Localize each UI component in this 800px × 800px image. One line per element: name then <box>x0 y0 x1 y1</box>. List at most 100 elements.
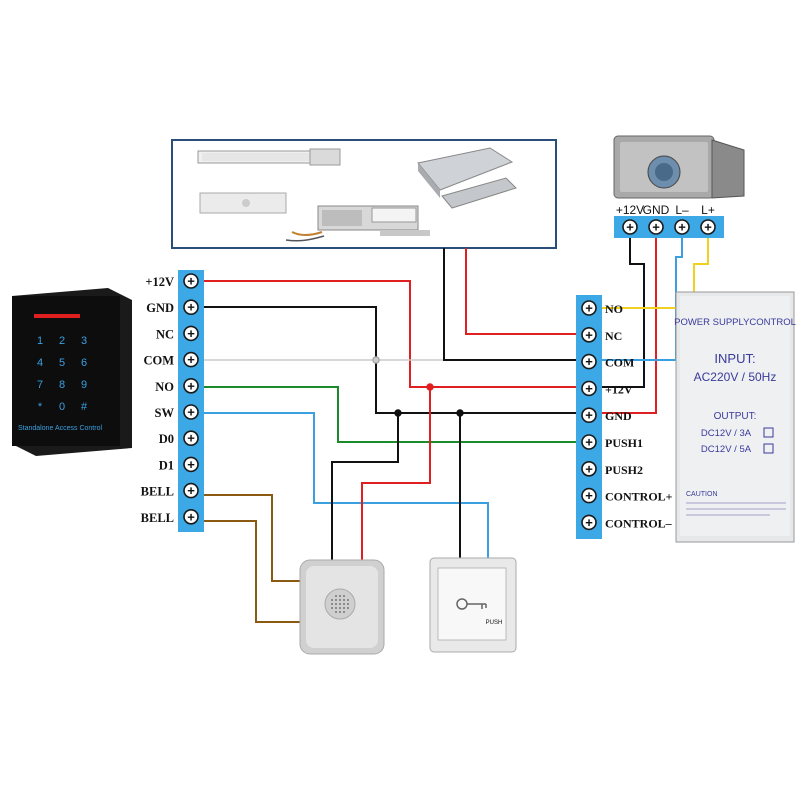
terminal-screw: + <box>183 456 199 473</box>
wire-bell-gnd-black <box>331 413 399 563</box>
lock-strip-body <box>614 216 724 238</box>
wire-rim-gnd-red <box>596 234 657 414</box>
terminal-plus-glyph: + <box>187 352 195 367</box>
terminal-screw-head <box>183 430 199 447</box>
wire-lock-nc-red <box>465 248 589 335</box>
wire-junction-dot <box>372 356 380 364</box>
left-terminal-2-gnd: GND <box>146 301 174 315</box>
right-terminal-push2: PUSH2 <box>605 463 643 477</box>
keypad-key: 1 <box>37 335 43 347</box>
terminal-screw-head <box>183 508 199 525</box>
psu-output-2-checkbox <box>763 443 774 454</box>
bell-grille-hole <box>331 599 333 601</box>
keypad-status-led <box>34 314 80 318</box>
keypad-key: 8 <box>59 379 65 391</box>
magnetic-lock <box>197 148 341 166</box>
terminal-screw: + <box>622 219 638 235</box>
keypad-key: 9 <box>81 379 87 391</box>
psu-header: POWER SUPPLYCONTROL <box>674 317 796 328</box>
terminal-screw-head <box>622 219 638 235</box>
terminal-screw: + <box>581 407 597 424</box>
terminal-screw-head <box>183 404 199 420</box>
right-terminal-nc: NC <box>605 329 622 343</box>
keypad-key: 5 <box>59 357 65 369</box>
terminal-plus-glyph: + <box>626 220 634 235</box>
psu-input-label: INPUT: <box>714 351 755 366</box>
terminal-screw-head <box>183 351 199 368</box>
left-terminal-5-no: NO <box>155 380 174 394</box>
keypad-key: * <box>38 401 43 413</box>
terminal-plus-glyph: + <box>187 431 195 446</box>
terminal-screw: + <box>183 325 199 342</box>
bolt-lock <box>285 205 430 242</box>
right-terminal-controlplus: CONTROL+ <box>605 490 673 504</box>
terminal-screw-head <box>183 325 199 342</box>
left-terminal-8-d1: D1 <box>159 458 174 472</box>
lock-terminal-lplus: L+ <box>701 203 715 217</box>
terminal-screw-head <box>674 219 690 235</box>
exit-button-label: PUSH <box>486 620 503 626</box>
terminal-plus-glyph: + <box>187 405 195 420</box>
terminal-screw: + <box>581 434 597 450</box>
terminal-screw-head <box>183 273 199 289</box>
terminal-plus-glyph: + <box>585 408 593 423</box>
bell-grille-hole <box>343 611 345 613</box>
wire-left-bell1-brown <box>198 494 300 582</box>
terminal-screw-head <box>581 487 597 504</box>
terminal-screw: + <box>183 404 199 420</box>
lock-terminal-plus12v: +12V <box>616 203 644 217</box>
keypad-caption: Standalone Access Control <box>18 425 102 432</box>
wire-left-bell2-brown <box>198 520 300 623</box>
power-supply: POWER SUPPLYCONTROL INPUT: AC220V / 50Hz… <box>674 291 796 543</box>
keypad-key: 7 <box>37 379 43 391</box>
terminal-screw-head <box>581 434 597 450</box>
lock-terminal-lminus: L– <box>675 203 689 217</box>
bell-grille-hole <box>335 599 337 601</box>
terminal-screw-head <box>183 377 199 394</box>
wire-rim-lminus-blue <box>596 234 683 361</box>
wire-rim-lplus-yellow <box>596 234 709 309</box>
bell-grille-hole <box>339 603 341 605</box>
lock-terminal-strip: + +12V + GND + L– + L+ <box>614 203 724 238</box>
wire-junction-dot <box>394 409 402 417</box>
terminal-screw: + <box>581 300 597 316</box>
keypad-key: 2 <box>59 335 65 347</box>
bell-grille-hole <box>339 595 341 597</box>
left-terminal-1-plus12v: +12V <box>145 275 174 289</box>
terminal-plus-glyph: + <box>585 354 593 369</box>
keypad-key: 6 <box>81 357 87 369</box>
psu-output-2: DC12V / 5A <box>701 444 752 455</box>
terminal-plus-glyph: + <box>585 515 593 530</box>
terminal-plus-glyph: + <box>704 220 712 235</box>
terminal-screw: + <box>581 487 597 504</box>
bell-grille-hole <box>339 611 341 613</box>
drop-bolt <box>417 147 517 209</box>
bell-grille-hole <box>347 599 349 601</box>
bell-grille-hole <box>343 603 345 605</box>
left-terminal-3-nc: NC <box>156 327 174 341</box>
terminal-screw: + <box>581 353 597 370</box>
terminal-plus-glyph: + <box>652 220 660 235</box>
terminal-screw: + <box>581 380 597 397</box>
wire-left-sw-blue <box>198 412 489 565</box>
right-terminal-com: COM <box>605 356 634 370</box>
lock-terminal-gnd: GND <box>643 203 670 217</box>
terminal-screw-head <box>581 353 597 370</box>
terminal-screw: + <box>581 326 597 343</box>
bell-grille-hole <box>343 595 345 597</box>
bell-grille-hole <box>343 607 345 609</box>
wire-bell-12v-red <box>361 387 431 563</box>
terminal-plus-glyph: + <box>187 457 195 472</box>
keypad-key: # <box>81 401 88 413</box>
psu-input-value: AC220V / 50Hz <box>694 370 777 384</box>
bell-grille-hole <box>335 595 337 597</box>
terminal-plus-glyph: + <box>585 301 593 316</box>
keypad-key: 3 <box>81 335 87 347</box>
terminal-plus-glyph: + <box>585 381 593 396</box>
terminal-screw-head <box>581 460 597 477</box>
left-terminal-6-sw: SW <box>155 406 175 420</box>
terminal-plus-glyph: + <box>678 220 686 235</box>
left-terminal-7-d0: D0 <box>159 432 174 446</box>
